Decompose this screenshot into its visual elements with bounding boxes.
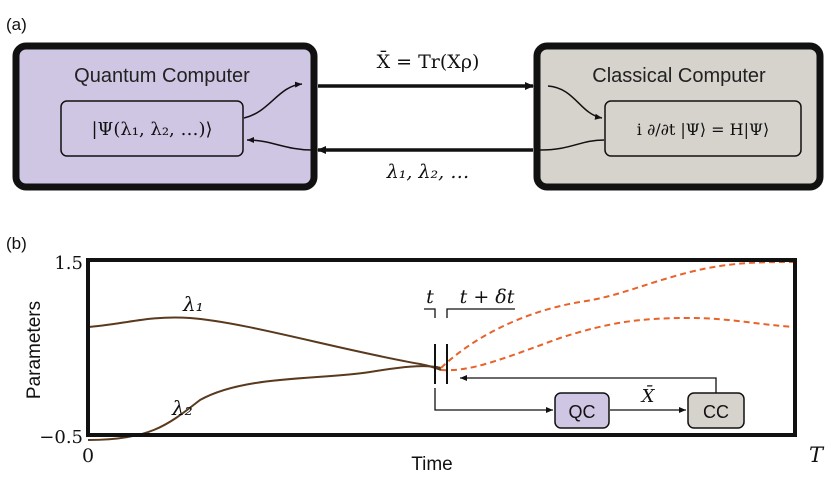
y-tick-top: 1.5 (54, 253, 83, 274)
lambda2-solid-curve (87, 365, 442, 441)
state-in-connector (246, 137, 313, 151)
to-qc-arrow (434, 388, 553, 413)
lambda1-label: λ₁ (182, 292, 204, 316)
plot-frame (86, 258, 797, 437)
schrodinger-box (604, 100, 802, 157)
y-axis-label: Parameters (24, 301, 45, 399)
parameters-label: λ₁, λ₂, … (386, 161, 469, 183)
qc-box (554, 392, 610, 429)
equation-in-connector (547, 85, 603, 120)
lambda2-label: λ₂ (171, 396, 193, 420)
quantum-computer-title: Quantum Computer (74, 65, 250, 87)
x-tick-end: T (809, 443, 825, 467)
qc-label: QC (569, 402, 596, 422)
equation-out-connector (539, 139, 605, 151)
panel-b-label: (b) (6, 234, 27, 253)
cc-label: CC (703, 402, 729, 422)
t-dt-label: t + δt (460, 286, 515, 308)
t-label: t (426, 286, 434, 308)
quantum-state-box (60, 100, 244, 157)
x-axis-label: Time (411, 454, 453, 475)
lambda1-dashed-curve (440, 316, 796, 372)
xbar-label: X̄ (640, 384, 656, 407)
panel-a-label: (a) (6, 15, 27, 34)
quantum-state-text: |Ψ(λ₁, λ₂, …)⟩ (91, 119, 212, 140)
cc-feedback-arrow (460, 375, 717, 393)
lambda2-dashed-curve (440, 261, 796, 369)
state-out-connector (243, 81, 303, 119)
t-bracket (424, 308, 436, 318)
t-dt-bracket (446, 308, 515, 318)
schrodinger-equation: i ∂/∂t |Ψ⟩ = H|Ψ⟩ (637, 120, 770, 139)
y-tick-bottom: −0.5 (39, 427, 83, 448)
lambda1-solid-curve (87, 316, 442, 371)
classical-computer-title: Classical Computer (592, 65, 766, 87)
measurement-label: X̄ = Tr(Xρ) (377, 50, 480, 73)
x-tick-start: 0 (82, 445, 94, 467)
cc-box (687, 392, 745, 429)
curves-group (87, 261, 796, 441)
